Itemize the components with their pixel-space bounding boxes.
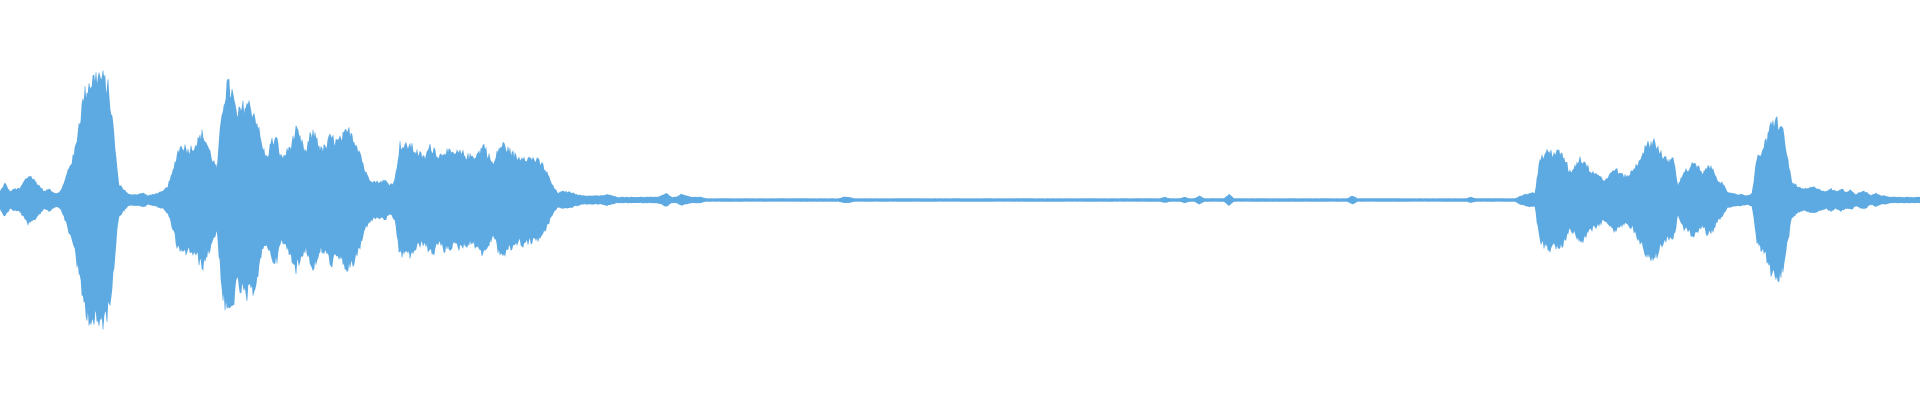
waveform-shape [0, 70, 1920, 330]
